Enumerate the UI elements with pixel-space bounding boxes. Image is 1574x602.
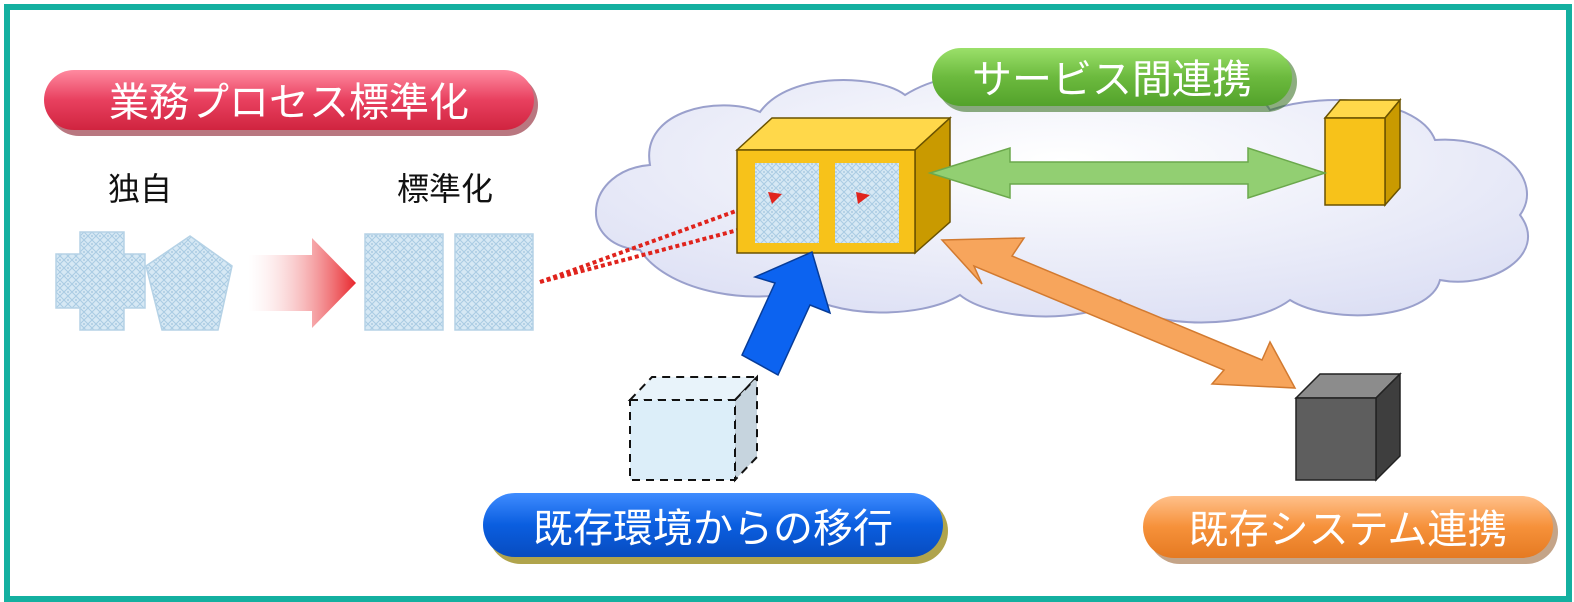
business-process-label: 業務プロセス標準化 [109, 80, 469, 126]
business-process-badge: 業務プロセス標準化 [44, 70, 538, 136]
standard-square-1 [364, 233, 444, 331]
migration-label: 既存環境からの移行 [533, 506, 893, 552]
service-integration-label: サービス間連携 [972, 57, 1252, 103]
remote-service-box [1323, 97, 1402, 207]
legacy-environment-box [627, 374, 760, 483]
cross-shape [55, 231, 146, 331]
standardized-label: 標準化 [397, 170, 493, 208]
existing-system-badge: 既存システム連携 [1143, 496, 1558, 564]
main-service-box [735, 116, 952, 255]
standard-square-2 [454, 233, 534, 331]
existing-system-box [1294, 372, 1402, 482]
service-link-arrow [927, 146, 1328, 200]
existing-system-arrow [940, 237, 1297, 389]
migration-arrow [741, 250, 832, 377]
service-integration-badge: サービス間連携 [932, 48, 1297, 112]
migration-badge: 既存環境からの移行 [483, 493, 948, 564]
existing-system-label: 既存システム連携 [1189, 507, 1508, 553]
standardize-arrow [248, 238, 356, 328]
pentagon-shape [145, 235, 233, 331]
original-label: 独自 [108, 170, 172, 208]
